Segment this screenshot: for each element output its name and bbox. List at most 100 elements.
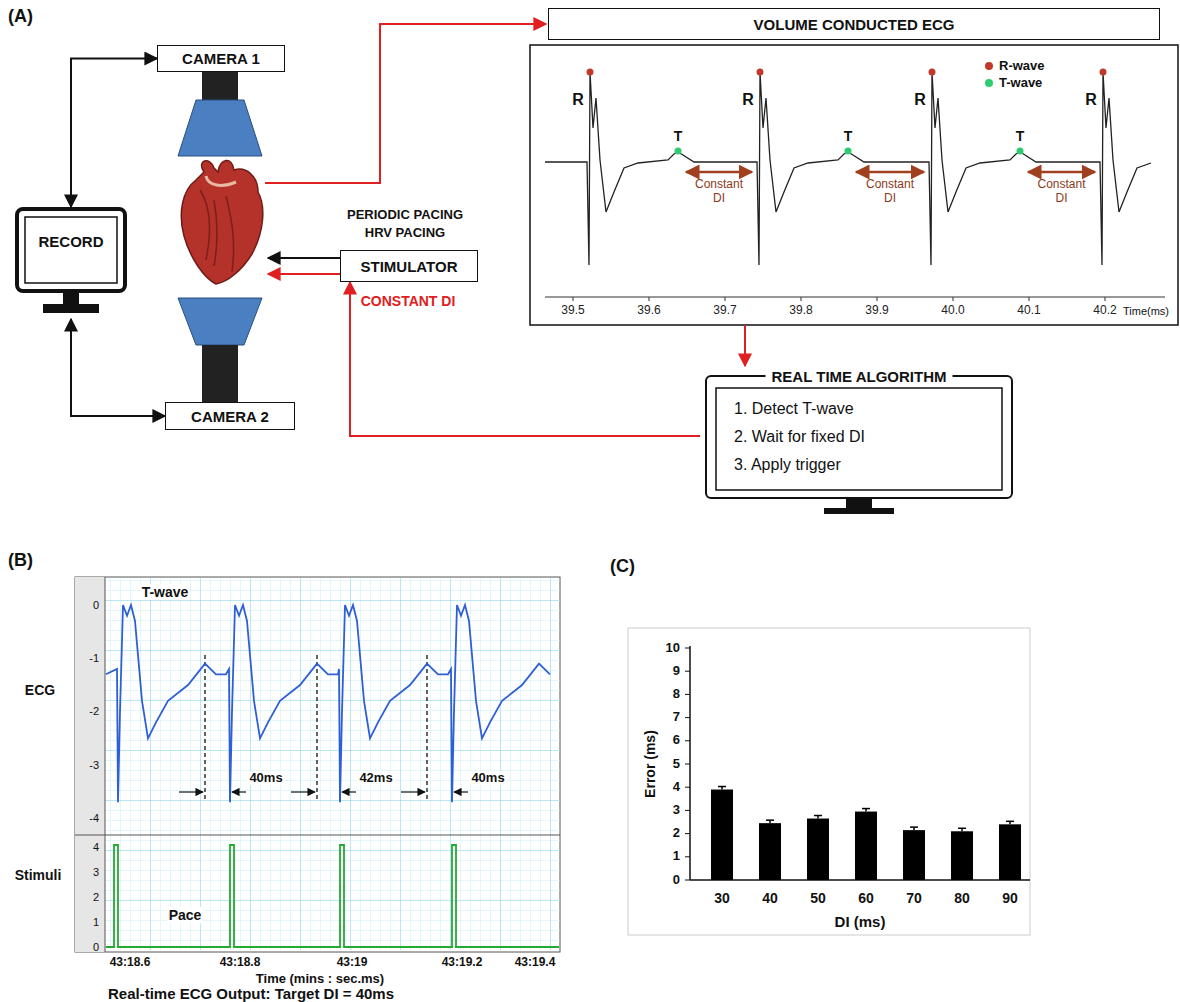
text-label: CONSTANT DI (361, 293, 456, 309)
tick (685, 740, 690, 741)
error-bar (718, 786, 726, 788)
camera-box: CAMERA 2 (165, 402, 295, 430)
tick (685, 856, 690, 857)
text-label: Error (ms) (642, 730, 658, 798)
text-label: 0 (93, 599, 99, 612)
monitor-screen (25, 217, 117, 283)
text-label: Constant DI (859, 178, 921, 206)
chart-frame (628, 628, 1030, 935)
tick (801, 297, 802, 301)
stimulator-box: STIMULATOR (340, 250, 478, 282)
text-label: Time (mins : sec.ms) (256, 972, 384, 987)
record-monitor: RECORD (15, 207, 127, 319)
t-wave-dot (675, 148, 682, 155)
algorithm-monitor: REAL TIME ALGORITHM1. Detect T-wave2. Wa… (700, 366, 1018, 516)
camera-body (202, 72, 238, 100)
chart-frame (530, 45, 1178, 325)
tick (877, 297, 878, 301)
monitor-screen (716, 388, 1002, 490)
bar (951, 831, 973, 880)
text-label: 0 (93, 941, 99, 954)
signal-line (265, 24, 546, 183)
error-bar (910, 826, 918, 828)
tick (685, 671, 690, 672)
bar (759, 823, 781, 880)
bar (903, 830, 925, 880)
monitor-frame (706, 376, 1012, 498)
text-label: 39.5 (561, 304, 584, 318)
text-label: 30 (714, 890, 730, 906)
text-label: 39.9 (865, 304, 888, 318)
tick (1029, 297, 1030, 301)
legend-row: T-wave (985, 75, 1042, 90)
legend-swatch (985, 79, 993, 87)
dashed-marker (316, 655, 317, 802)
error-bar (862, 808, 870, 810)
text-label: 80 (954, 890, 970, 906)
text-label: 42ms (357, 771, 394, 786)
bar-series (685, 648, 1021, 880)
tick (685, 833, 690, 834)
axis-ticks (573, 297, 1105, 301)
text-label: 4 (673, 780, 680, 795)
text-label: 0 (673, 873, 680, 888)
text-label: R (1085, 91, 1097, 109)
r-wave-dot (587, 69, 594, 76)
legend-swatch (985, 62, 993, 70)
text-label: Pace (167, 907, 204, 923)
legend-text: T-wave (999, 75, 1042, 90)
interval-arrow (232, 791, 246, 792)
bar (999, 824, 1021, 880)
connector (71, 59, 157, 208)
text-label: 5 (673, 757, 680, 772)
text-label: 50 (810, 890, 826, 906)
bar (807, 819, 829, 880)
ecg-trace (106, 605, 550, 802)
node-label: CAMERA 1 (182, 50, 260, 67)
text-label: -3 (89, 759, 99, 772)
text-label: 70 (906, 890, 922, 906)
text-label: T-wave (140, 584, 191, 600)
r-wave-dot (1100, 69, 1107, 76)
interval-arrow (291, 791, 315, 792)
text-label: 90 (1002, 890, 1018, 906)
text-label: Constant DI (1031, 178, 1093, 206)
text-label: ECG (25, 682, 55, 698)
text-label: (A) (8, 6, 33, 27)
text-label: 43:19 (337, 956, 368, 970)
text-label: DI (ms) (835, 913, 886, 930)
legend-row: R-wave (985, 58, 1045, 73)
text-label: 40ms (469, 771, 506, 786)
text-label: (B) (8, 550, 33, 571)
t-wave-dot (845, 148, 852, 155)
tick (685, 648, 690, 649)
text-label: 4 (93, 841, 99, 854)
text-label: Real-time ECG Output: Target DI = 40ms (108, 985, 394, 1002)
text-label: 7 (673, 710, 680, 725)
interval-arrow (401, 791, 425, 792)
dashed-marker (426, 655, 427, 802)
text-label: 60 (858, 890, 874, 906)
text-label: 40ms (247, 771, 284, 786)
text-label: Time(ms) (1123, 305, 1169, 318)
text-label: 39.6 (637, 304, 660, 318)
di-arrow (686, 171, 752, 174)
text-label: 43:18.6 (110, 956, 151, 970)
text-label: -1 (89, 652, 99, 665)
error-bar (1006, 821, 1014, 823)
text-label: 10 (666, 641, 680, 656)
ecg-panel: VOLUME CONDUCTED ECG (530, 8, 1178, 325)
connector (744, 325, 746, 366)
text-label: -2 (89, 705, 99, 718)
camera-box: CAMERA 1 (157, 45, 285, 72)
text-label: 40.1 (1017, 304, 1040, 318)
connector (350, 282, 700, 436)
di-arrow (1028, 171, 1095, 174)
pacing-arrow (268, 257, 340, 259)
text-label: PERIODIC PACING (347, 208, 463, 223)
chart-frame (75, 577, 560, 952)
tick (685, 717, 690, 718)
tick (685, 810, 690, 811)
